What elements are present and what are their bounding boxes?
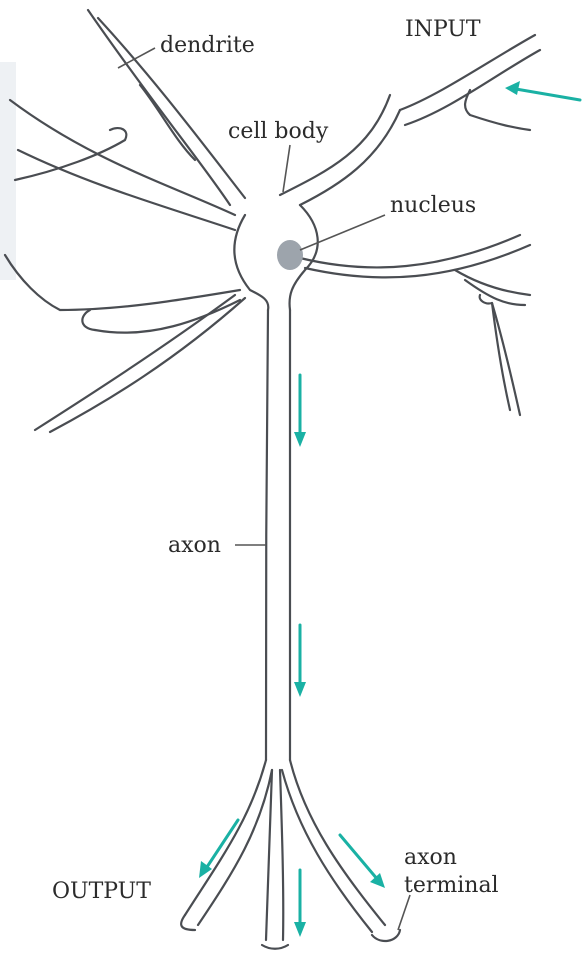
axon-arrow-upper: [294, 375, 306, 447]
input-label: INPUT: [405, 17, 481, 42]
output-arrow-right: [340, 835, 385, 888]
dendrite-label: dendrite: [160, 33, 255, 58]
output-arrow-center: [294, 870, 306, 937]
nucleus-label: nucleus: [390, 193, 476, 218]
cell-body-label: cell body: [228, 119, 329, 144]
input-arrow: [505, 81, 580, 100]
axon-terminal-label-line2: terminal: [404, 873, 499, 898]
neuron-outline: [5, 10, 540, 949]
nucleus-shape: [277, 240, 303, 270]
output-label: OUTPUT: [52, 879, 151, 904]
axon-label: axon: [168, 533, 221, 558]
axon-terminal-label-line1: axon: [404, 845, 457, 870]
axon-arrow-lower: [294, 625, 306, 697]
